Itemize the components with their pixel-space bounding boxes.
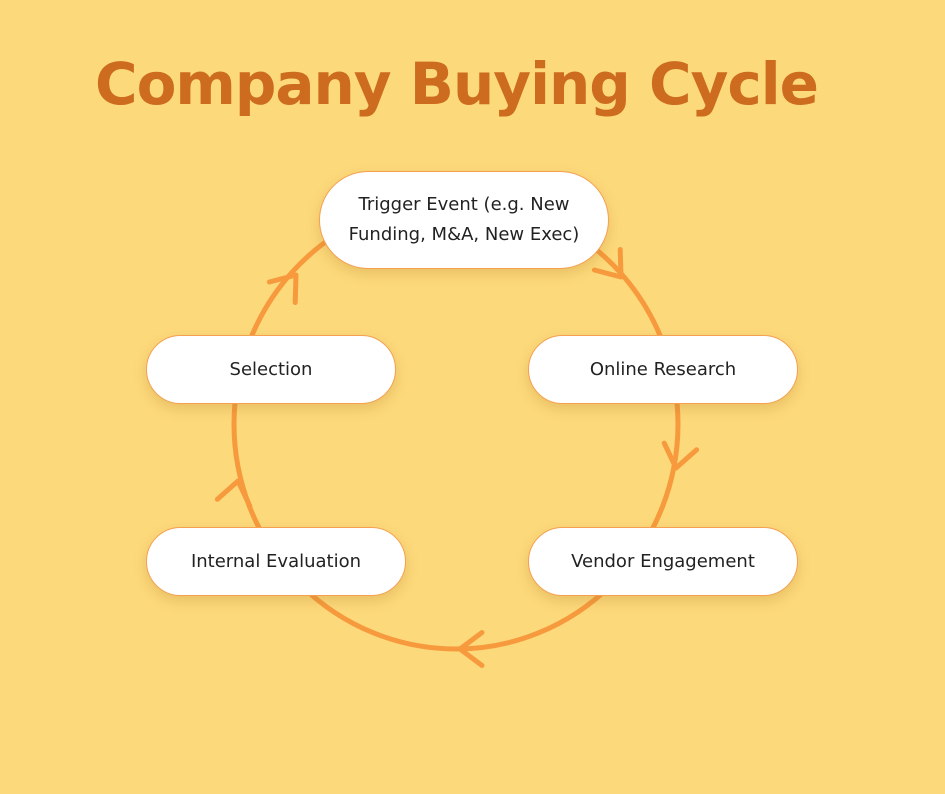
chevron-arrow-icon: [661, 440, 700, 471]
chevron-arrow-icon: [266, 272, 299, 305]
cycle-arrows: [214, 247, 700, 668]
stage-label: Trigger Event (e.g. New Funding, M&A, Ne…: [348, 194, 580, 245]
chevron-arrow-icon: [591, 247, 624, 280]
stage-online-research: Online Research: [528, 335, 798, 404]
stage-trigger-event: Trigger Event (e.g. New Funding, M&A, Ne…: [319, 171, 609, 269]
stage-internal-evaluation: Internal Evaluation: [146, 527, 406, 596]
chevron-arrow-icon: [457, 630, 485, 668]
stage-label: Internal Evaluation: [190, 550, 362, 572]
stage-selection: Selection: [146, 335, 396, 404]
stage-label: Online Research: [589, 358, 737, 380]
stage-label: Vendor Engagement: [571, 550, 755, 572]
page-title: Company Buying Cycle: [95, 50, 819, 118]
stage-vendor-engagement: Vendor Engagement: [528, 527, 798, 596]
stage-label: Selection: [229, 358, 313, 380]
chevron-arrow-icon: [214, 478, 253, 509]
